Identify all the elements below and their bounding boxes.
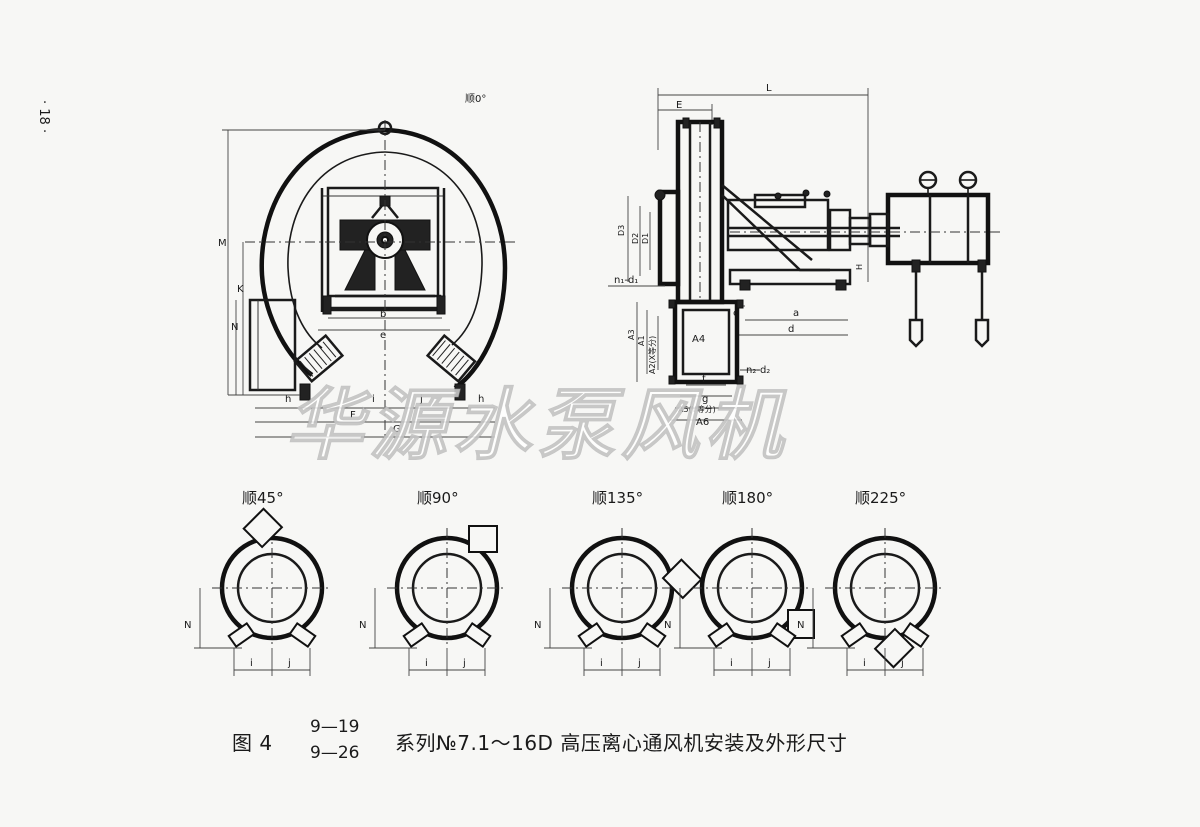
foot-right (901, 621, 930, 649)
caption-model-top: 9—19 (310, 717, 359, 737)
dim-a5: A5(Y等分) (678, 404, 716, 414)
volute-casing-right (384, 127, 508, 390)
orientation-label: 顺45° (242, 489, 284, 507)
coupling (848, 216, 872, 246)
caption-figure: 图 4 (232, 731, 273, 755)
dim-a1: A1 (637, 335, 646, 346)
dim-n: N (534, 620, 541, 631)
side-view: L E D3 D2 D1 n₁-d₁ (608, 83, 1000, 428)
dim-n: N (184, 620, 191, 631)
dim-n: N (359, 620, 366, 631)
foot-left (577, 621, 606, 649)
foot-left (840, 621, 869, 649)
dim-d3: D3 (617, 225, 626, 236)
dim-g-side: g (702, 394, 708, 405)
orientation-label: 顺90° (417, 489, 459, 507)
dim-d1: D1 (641, 233, 650, 244)
dim-j: j (900, 658, 904, 669)
dim-f-side: f (702, 374, 706, 385)
dim-k: K (237, 284, 244, 295)
dim-n1-d1: n₁-d₁ (614, 275, 638, 286)
orientation-135: 顺135° Ni j (534, 489, 703, 676)
bearing-frame (326, 186, 440, 310)
dim-i: i (425, 658, 428, 669)
dim-i: i (863, 658, 866, 669)
dim-h-right: h (478, 394, 484, 405)
dim-a: a (793, 308, 799, 319)
dim-n2-d2: n₂-d₂ (746, 365, 770, 376)
dim-b: b (380, 309, 386, 320)
dim-e-side: E (676, 100, 682, 111)
dim-i: i (730, 658, 733, 669)
dim-l: L (766, 83, 772, 94)
dim-n: N (664, 620, 671, 631)
dim-j: j (419, 394, 423, 405)
dim-j: j (462, 658, 466, 669)
front-view: 顺0° b e (218, 93, 515, 440)
orientation-225: 顺225° Ni j (797, 489, 945, 676)
outlet-stub (468, 525, 498, 553)
outlet-flange (672, 299, 740, 385)
foot-left (227, 621, 256, 649)
dim-j: j (767, 658, 771, 669)
volute-casing (259, 127, 386, 377)
foot-right (638, 621, 667, 649)
foot-right (463, 621, 492, 649)
orientation-label: 顺135° (592, 489, 643, 507)
orientation-45: 顺45° Ni j (184, 489, 332, 676)
watermark: 华源水泵风机 (285, 380, 789, 471)
support-leg-left (293, 333, 345, 384)
outlet-stub (242, 507, 284, 549)
dim-d: d (788, 324, 794, 335)
foot-right (768, 621, 797, 649)
dim-d2: D2 (631, 233, 640, 244)
base-frame (728, 268, 852, 286)
dim-i: i (600, 658, 603, 669)
front-view-orientation-label: 顺0° (465, 93, 486, 105)
inlet-flange (657, 189, 681, 287)
orientation-90: 顺90° Ni j (359, 489, 507, 676)
page-number: · 18 · (36, 100, 51, 133)
orientation-label: 顺225° (855, 489, 906, 507)
orientation-180: 顺180° Ni j (664, 489, 815, 676)
dim-m: M (218, 238, 227, 249)
outlet-duct (248, 298, 297, 392)
caption-model-bottom: 9—26 (310, 743, 359, 763)
dim-a6: A6 (696, 417, 709, 428)
dim-h-side: H (855, 264, 864, 270)
dim-g: G (393, 424, 401, 435)
orientation-label: 顺180° (722, 489, 773, 507)
bearing-housing (726, 198, 830, 252)
motor (885, 192, 991, 266)
dim-n: N (231, 322, 238, 333)
orientation-variants: 顺45° Ni j 顺90° Ni j 顺135° Ni j 顺180° Ni j 顺225° Ni j (184, 489, 945, 676)
outlet-stub (661, 558, 703, 600)
dim-a3: A3 (627, 329, 636, 340)
dim-i: i (250, 658, 253, 669)
dim-j: j (287, 658, 291, 669)
dim-f: F (350, 410, 356, 421)
support-leg-right (425, 333, 477, 384)
foot-left (707, 621, 736, 649)
foot-left (402, 621, 431, 649)
foot-right (288, 621, 317, 649)
dim-h-left: h (285, 394, 291, 405)
dim-a2: A2(X等分) (647, 336, 657, 374)
caption-title: 系列№7.1～16D 高压离心通风机安装及外形尺寸 (395, 731, 847, 755)
dim-n: N (797, 620, 804, 631)
dim-i: i (372, 394, 375, 405)
dim-a4: A4 (692, 334, 705, 345)
dim-j: j (637, 658, 641, 669)
dim-e: e (380, 330, 386, 341)
